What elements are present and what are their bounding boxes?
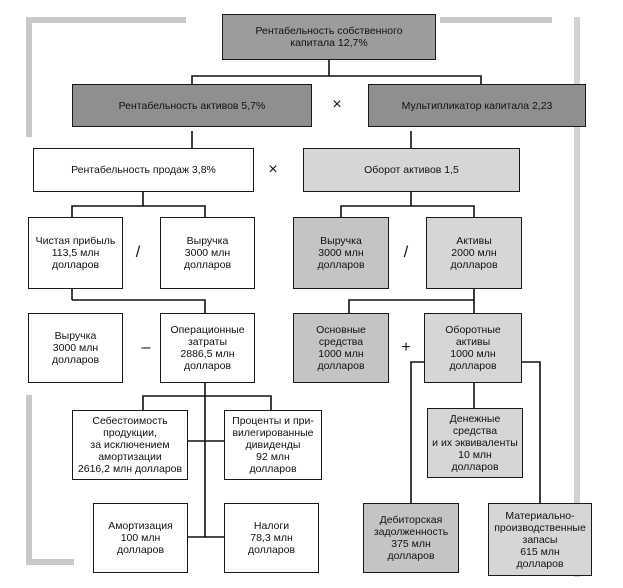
node-total-assets: Активы 2000 млн долларов (426, 217, 522, 289)
node-roe: Рентабельность собственного капитала 12,… (222, 14, 436, 60)
frame-bottom-left (26, 559, 74, 565)
frame-top-right (440, 17, 552, 23)
node-depreciation: Амортизация 100 млн долларов (93, 503, 188, 573)
node-cogs: Себестоимость продукции, за исключением … (72, 410, 188, 480)
node-equity-multiplier: Мультипликатор капитала 2,23 (368, 84, 586, 127)
connector (348, 299, 475, 313)
multiply-operator: × (268, 161, 278, 178)
plus-operator: + (401, 339, 411, 356)
node-asset-turnover: Оборот активов 1,5 (303, 148, 520, 192)
frame-left-lower (26, 395, 32, 565)
node-revenue-1: Выручка 3000 млн долларов (160, 217, 255, 289)
connector (340, 205, 475, 220)
node-profit-margin: Рентабельность продаж 3,8% (33, 148, 254, 192)
node-taxes: Налоги 78,3 млн долларов (224, 503, 319, 573)
node-net-income: Чистая прибыль 113,5 млн долларов (28, 217, 123, 289)
divide-operator: / (403, 244, 409, 261)
node-fixed-assets: Основные средства 1000 млн долларов (293, 313, 389, 383)
connector (71, 205, 206, 220)
frame-right (574, 17, 580, 577)
node-roa: Рентабельность активов 5,7% (72, 84, 312, 127)
connector (72, 299, 206, 313)
node-revenue-2: Выручка 3000 млн долларов (293, 217, 389, 289)
minus-operator: – (141, 339, 151, 356)
node-current-assets: Оборотные активы 1000 млн долларов (424, 313, 522, 383)
node-cash: Денежные средства и их эквиваленты 10 мл… (427, 408, 523, 478)
multiply-operator: × (332, 96, 342, 113)
node-operating-costs: Операционные затраты 2886,5 млн долларов (160, 313, 255, 383)
node-inventory: Материально- производственные запасы 615… (488, 503, 592, 576)
connector (142, 395, 272, 410)
divide-operator: / (135, 244, 141, 261)
node-revenue-3: Выручка 3000 млн долларов (28, 313, 123, 383)
node-interest-dividends: Проценты и при- вилегированные дивиденды… (224, 410, 322, 480)
connector (515, 361, 541, 506)
node-receivables: Дебиторская задолженность 375 млн доллар… (363, 503, 459, 573)
frame-top-left (26, 17, 186, 23)
frame-left (26, 17, 32, 137)
